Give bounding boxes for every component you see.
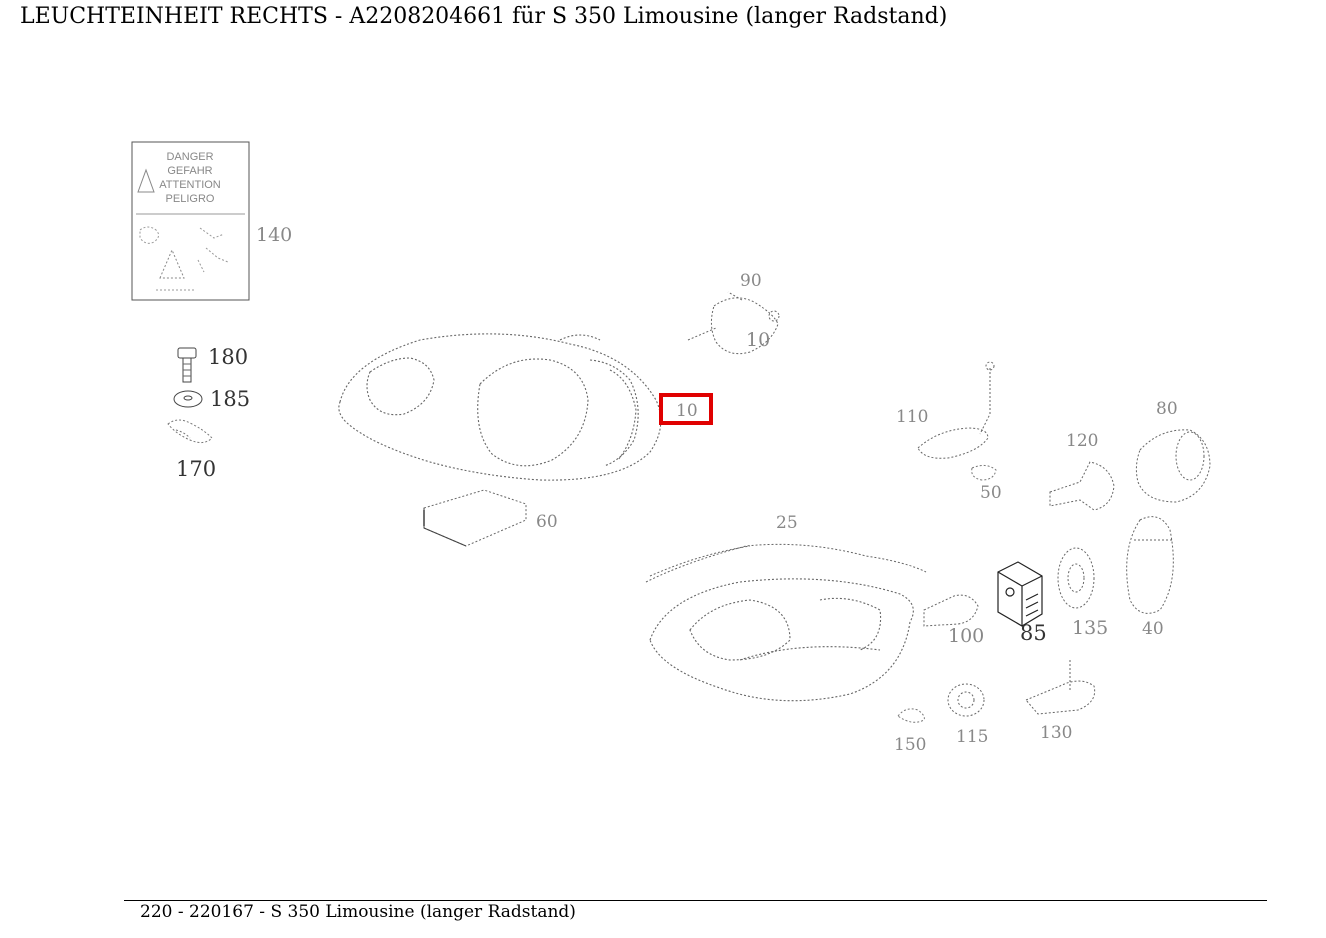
warning-label-line: GEFAHR [167, 165, 212, 177]
footer-rule [124, 900, 1267, 901]
callout-label[interactable]: 130 [1040, 723, 1072, 743]
warning-triangle-icon [137, 168, 155, 193]
actuator-part[interactable] [997, 561, 1043, 627]
page-title: LEUCHTEINHEIT RECHTS - A2208204661 für S… [20, 4, 948, 29]
callout-label[interactable]: 85 [1020, 621, 1047, 645]
callout-label[interactable]: 185 [210, 387, 250, 411]
callout-label[interactable]: 100 [948, 625, 984, 647]
small-bulb-part[interactable] [897, 708, 925, 723]
warning-label-line: PELIGRO [166, 193, 215, 205]
bulb-socket-part[interactable] [1049, 461, 1115, 511]
callout-label[interactable]: 120 [1066, 431, 1098, 451]
footer-text: 220 - 220167 - S 350 Limousine (langer R… [140, 902, 576, 922]
callout-label[interactable]: 115 [956, 727, 988, 747]
callout-label[interactable]: 60 [536, 512, 558, 532]
warning-label-part[interactable]: DANGER GEFAHR ATTENTION PELIGRO [131, 141, 250, 301]
callout-label[interactable]: 90 [740, 271, 762, 291]
callout-label[interactable]: 180 [208, 345, 248, 369]
cover-cap-part[interactable] [1135, 429, 1211, 503]
callout-label[interactable]: 50 [980, 483, 1002, 503]
small-clip-part[interactable] [971, 464, 997, 481]
wire-harness-part[interactable] [1126, 516, 1174, 614]
callout-label[interactable]: 25 [776, 513, 798, 533]
callout-label[interactable]: 10 [746, 329, 770, 351]
warning-label-line: DANGER [166, 151, 213, 163]
callout-label[interactable]: 80 [1156, 399, 1178, 419]
callout-label[interactable]: 150 [894, 735, 926, 755]
headlamp-housing-lower[interactable] [649, 578, 914, 702]
leveling-motor-part[interactable] [687, 291, 780, 355]
highlight-box [659, 393, 713, 425]
callout-label-highlighted[interactable]: 10 [676, 401, 698, 421]
bulb-part[interactable] [947, 683, 985, 717]
warning-triangle-icon [159, 248, 185, 279]
trim-strip-part[interactable] [645, 543, 927, 583]
warning-label-line: ATTENTION [159, 179, 221, 191]
callout-label[interactable]: 40 [1142, 619, 1164, 639]
bracket-part[interactable] [917, 361, 995, 459]
ring-part[interactable] [1057, 547, 1095, 609]
connector-part[interactable] [923, 594, 979, 627]
headlamp-housing-upper[interactable] [338, 333, 662, 481]
washer-part[interactable] [173, 390, 203, 408]
lamp-holder-part[interactable] [1025, 660, 1096, 715]
callout-labels: 140 180 185 170 90 10 60 10 110 50 120 8… [176, 224, 1178, 755]
callout-label[interactable]: 140 [256, 224, 292, 246]
callout-label[interactable]: 135 [1072, 617, 1108, 639]
callout-label[interactable]: 170 [176, 457, 216, 481]
callout-label[interactable]: 110 [896, 407, 928, 427]
control-unit-part[interactable] [423, 489, 527, 547]
clip-part[interactable] [167, 419, 213, 444]
screw-part[interactable] [177, 347, 197, 383]
